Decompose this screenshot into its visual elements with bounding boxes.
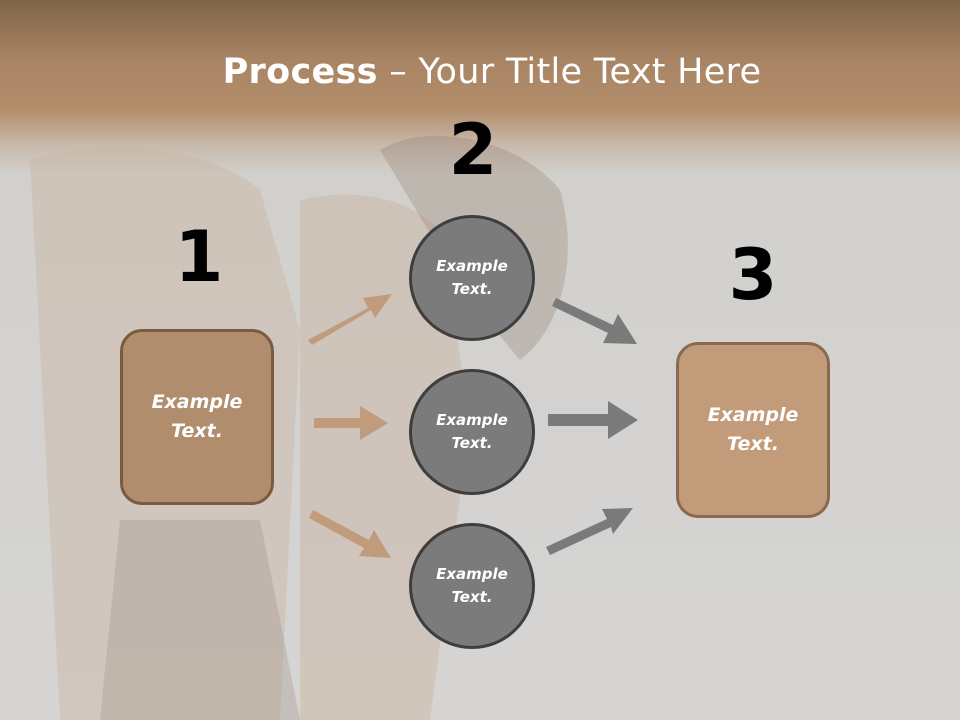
arrow-bottom-to-right [546,508,633,555]
left-process-box[interactable]: Example Text. [120,329,274,505]
arrow-left-to-top [308,294,392,345]
circle-middle-text: Example Text. [436,411,508,452]
slide-title: Process – Your Title Text Here [0,52,960,92]
title-separator: – [377,52,419,92]
left-box-text: Example Text. [151,391,243,442]
arrow-middle-to-right [548,401,638,439]
right-box-text: Example Text. [707,404,799,455]
title-bold: Process [222,52,378,92]
arrow-left-to-bottom [309,510,391,558]
right-process-box[interactable]: Example Text. [676,342,830,518]
process-circle-middle[interactable]: Example Text. [409,369,535,495]
title-rest: Your Title Text Here [418,52,762,92]
process-circle-top[interactable]: Example Text. [409,215,535,341]
arrow-top-to-right [552,298,637,344]
process-circle-bottom[interactable]: Example Text. [409,523,535,649]
step-number-2: 2 [448,109,498,191]
circle-bottom-text: Example Text. [436,565,508,606]
step-number-1: 1 [174,216,224,298]
step-number-3: 3 [728,234,778,316]
circle-top-text: Example Text. [436,257,508,298]
arrow-left-to-middle [314,406,388,440]
